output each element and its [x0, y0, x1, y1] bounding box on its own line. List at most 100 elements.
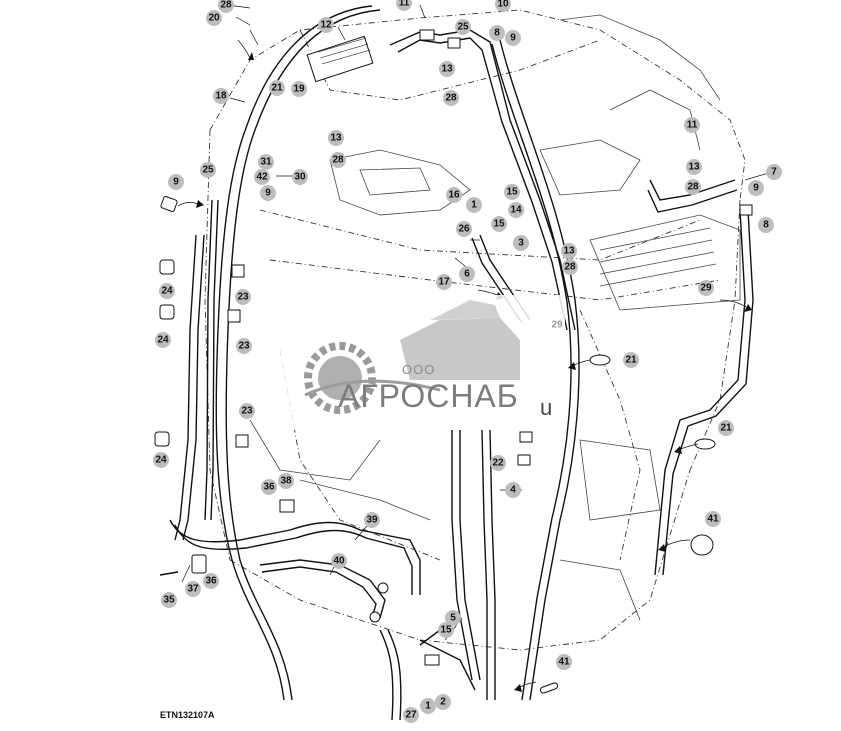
svg-text:13: 13: [330, 133, 342, 144]
svg-text:9: 9: [510, 33, 516, 44]
svg-text:23: 23: [241, 406, 253, 417]
svg-text:40: 40: [333, 556, 345, 567]
small-parts: [154, 29, 753, 694]
svg-text:9: 9: [753, 183, 759, 194]
svg-text:28: 28: [332, 155, 344, 166]
callout-41-a: 41: [705, 511, 721, 527]
callout-27: 27: [403, 707, 419, 723]
svg-text:9: 9: [173, 177, 179, 188]
callout-25-top: 25: [455, 19, 471, 35]
callout-3: 3: [513, 235, 529, 251]
svg-text:18: 18: [215, 91, 227, 102]
svg-text:39: 39: [366, 515, 378, 526]
callout-28-d: 28: [562, 259, 578, 275]
callout-37: 37: [185, 581, 201, 597]
svg-text:10: 10: [497, 0, 509, 10]
svg-text:41: 41: [707, 514, 719, 525]
plain-label-29-ghost: 29: [551, 320, 563, 331]
callout-42: 42: [254, 169, 270, 185]
hose-runs: [169, 5, 754, 721]
callout-11-top: 11: [396, 0, 412, 11]
callout-28-b: 28: [443, 90, 459, 106]
callout-4: 4: [505, 482, 521, 498]
svg-text:29: 29: [700, 283, 712, 294]
svg-text:26: 26: [458, 224, 470, 235]
svg-text:28: 28: [564, 262, 576, 273]
svg-text:24: 24: [155, 455, 167, 466]
callout-28-c: 28: [330, 152, 346, 168]
svg-text:21: 21: [625, 355, 637, 366]
svg-text:11: 11: [687, 120, 698, 131]
callout-13-c: 13: [561, 243, 577, 259]
callout-14: 14: [508, 202, 524, 218]
callout-9-left: 9: [168, 174, 184, 190]
callout-36-b: 36: [203, 573, 219, 589]
callout-8-right: 8: [758, 217, 774, 233]
callout-1-b: 1: [420, 698, 436, 714]
svg-text:35: 35: [163, 595, 175, 606]
svg-text:31: 31: [260, 157, 272, 168]
callout-24-a: 24: [159, 283, 175, 299]
svg-text:1: 1: [425, 701, 431, 712]
callout-15-c: 15: [438, 622, 454, 638]
svg-text:22: 22: [492, 458, 504, 469]
svg-text:36: 36: [263, 482, 275, 493]
callout-29: 29: [698, 280, 714, 296]
svg-text:42: 42: [256, 172, 268, 183]
callout-30: 30: [292, 169, 308, 185]
callout-26: 26: [456, 221, 472, 237]
callout-15-b: 15: [491, 216, 507, 232]
plain-labels: 9 9 9 29: [551, 320, 563, 331]
svg-text:7: 7: [771, 167, 777, 178]
svg-text:9: 9: [265, 188, 271, 199]
watermark-suffix: u: [540, 395, 553, 420]
callout-1: 1: [466, 197, 482, 213]
callout-21-c: 21: [718, 420, 734, 436]
svg-text:1: 1: [471, 200, 477, 211]
callout-38: 38: [278, 473, 294, 489]
callout-13-a: 13: [439, 61, 455, 77]
svg-text:24: 24: [157, 335, 169, 346]
svg-text:8: 8: [494, 28, 500, 39]
figure-reference: ETN132107A: [160, 710, 215, 720]
svg-text:21: 21: [720, 423, 732, 434]
callout-13-b: 13: [328, 130, 344, 146]
svg-text:28: 28: [445, 93, 457, 104]
callout-17: 17: [436, 274, 452, 290]
svg-text:14: 14: [510, 205, 522, 216]
svg-text:15: 15: [440, 625, 452, 636]
callout-9-top: 9: [505, 30, 521, 46]
svg-text:24: 24: [161, 286, 173, 297]
svg-text:36: 36: [205, 576, 217, 587]
svg-text:12: 12: [320, 20, 332, 31]
svg-text:4: 4: [510, 485, 516, 496]
cab-frame: [204, 9, 746, 651]
svg-text:2: 2: [440, 697, 446, 708]
callout-41-b: 41: [556, 654, 572, 670]
watermark-company: ООО: [402, 362, 436, 377]
callout-39: 39: [364, 512, 380, 528]
svg-text:8: 8: [763, 220, 769, 231]
callout-28-right: 28: [685, 179, 701, 195]
callout-16: 16: [446, 187, 462, 203]
watermark-name: АГРОСНАБ: [338, 378, 519, 414]
svg-text:19: 19: [293, 84, 305, 95]
svg-text:16: 16: [448, 190, 460, 201]
svg-text:21: 21: [271, 83, 283, 94]
callout-7: 7: [766, 164, 782, 180]
svg-text:20: 20: [208, 13, 220, 24]
callout-2: 2: [435, 694, 451, 710]
callout-23-a: 23: [235, 289, 251, 305]
callout-36-a: 36: [261, 479, 277, 495]
callout-35: 35: [161, 592, 177, 608]
svg-text:28: 28: [220, 0, 232, 11]
svg-text:15: 15: [493, 219, 505, 230]
callout-10: 10: [495, 0, 511, 12]
svg-text:23: 23: [237, 292, 249, 303]
callout-12: 12: [318, 17, 334, 33]
callout-23-b: 23: [236, 338, 252, 354]
callout-13-right: 13: [686, 159, 702, 175]
callout-5: 5: [445, 610, 461, 626]
callout-15-a: 15: [504, 184, 520, 200]
